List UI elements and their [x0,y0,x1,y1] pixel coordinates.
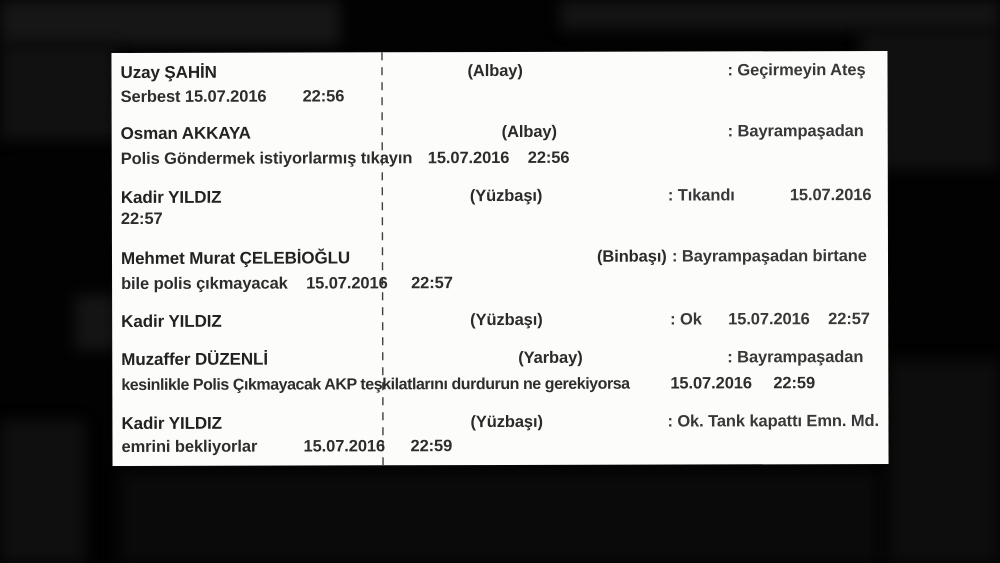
message-text: : Bayrampaşadan birtane [671,247,867,266]
message-text: : Geçirmeyin Ateş [727,61,866,80]
speaker-name: Uzay ŞAHİN [120,62,217,82]
message-continuation: kesinlikle Polis Çıkmayacak AKP teşkilat… [121,375,630,394]
message-text: : Tıkandı [667,186,735,205]
speaker-name: Kadir YILDIZ [121,413,222,433]
transcript-entry: Osman AKKAYA (Albay) : Bayrampaşadan Pol… [112,122,888,178]
message-date: 15.07.2016 [728,310,810,329]
speaker-name: Osman AKKAYA [120,123,251,143]
message-continuation: 22:57 [120,209,163,228]
speaker-rank: (Albay) [467,61,523,81]
speaker-rank: (Yüzbaşı) [470,310,543,330]
background-artifact [75,295,115,350]
speaker-rank: (Binbaşı) [596,247,667,266]
message-time: 22:59 [773,374,816,393]
message-date: 15.07.2016 [427,148,510,168]
speaker-name: Muzaffer DÜZENLİ [121,349,268,369]
message-text: : Ok [670,310,702,329]
message-time: 22:56 [302,87,345,106]
message-text: : Ok. Tank kapattı Emn. Md. [667,412,879,431]
speaker-rank: (Albay) [501,122,557,141]
message-date: 15.07.2016 [303,437,386,456]
message-text: : Bayrampaşadan [727,122,864,141]
message-time: 22:57 [411,274,453,293]
speaker-rank: (Yarbay) [518,348,583,367]
transcript-entry: Kadir YILDIZ (Yüzbaşı) : Ok. Tank kapatt… [112,412,888,468]
speaker-rank: (Yüzbaşı) [469,186,543,206]
speaker-name: Kadir YILDIZ [120,187,222,207]
transcript-entry: Uzay ŞAHİN (Albay) : Geçirmeyin Ateş Ser… [111,61,887,117]
background-artifact [120,472,880,563]
message-continuation: Polis Göndermek istiyorlarmış tıkayın [120,149,413,168]
speaker-name: Kadir YILDIZ [121,311,222,331]
message-continuation: bile polis çıkmayacak [121,274,288,293]
background-artifact [0,0,340,45]
message-date: 15.07.2016 [789,186,872,205]
document-page: Uzay ŞAHİN (Albay) : Geçirmeyin Ateş Ser… [111,50,889,468]
speaker-name: Mehmet Murat ÇELEBİOĞLU [120,248,351,268]
background-artifact [560,0,1000,30]
message-continuation: Serbest 15.07.2016 [120,87,267,106]
transcript-entry: Mehmet Murat ÇELEBİOĞLU (Binbaşı) : Bayr… [112,247,888,303]
transcript-entry: Kadir YILDIZ (Yüzbaşı) : Tıkandı 15.07.2… [112,186,888,242]
background-artifact [0,420,85,563]
message-time: 22:56 [527,148,570,167]
background-artifact [0,45,115,140]
message-time: 22:59 [410,437,453,456]
message-date: 15.07.2016 [306,274,388,293]
speaker-rank: (Yüzbaşı) [470,412,543,432]
transcript-entry: Muzaffer DÜZENLİ (Yarbay) : Bayrampaşada… [112,348,888,404]
message-time: 22:57 [828,310,870,329]
message-continuation: emrini bekliyorlar [121,437,258,456]
background-artifact [888,360,1000,563]
message-date: 15.07.2016 [670,374,752,393]
message-text: : Bayrampaşadan [727,348,864,367]
